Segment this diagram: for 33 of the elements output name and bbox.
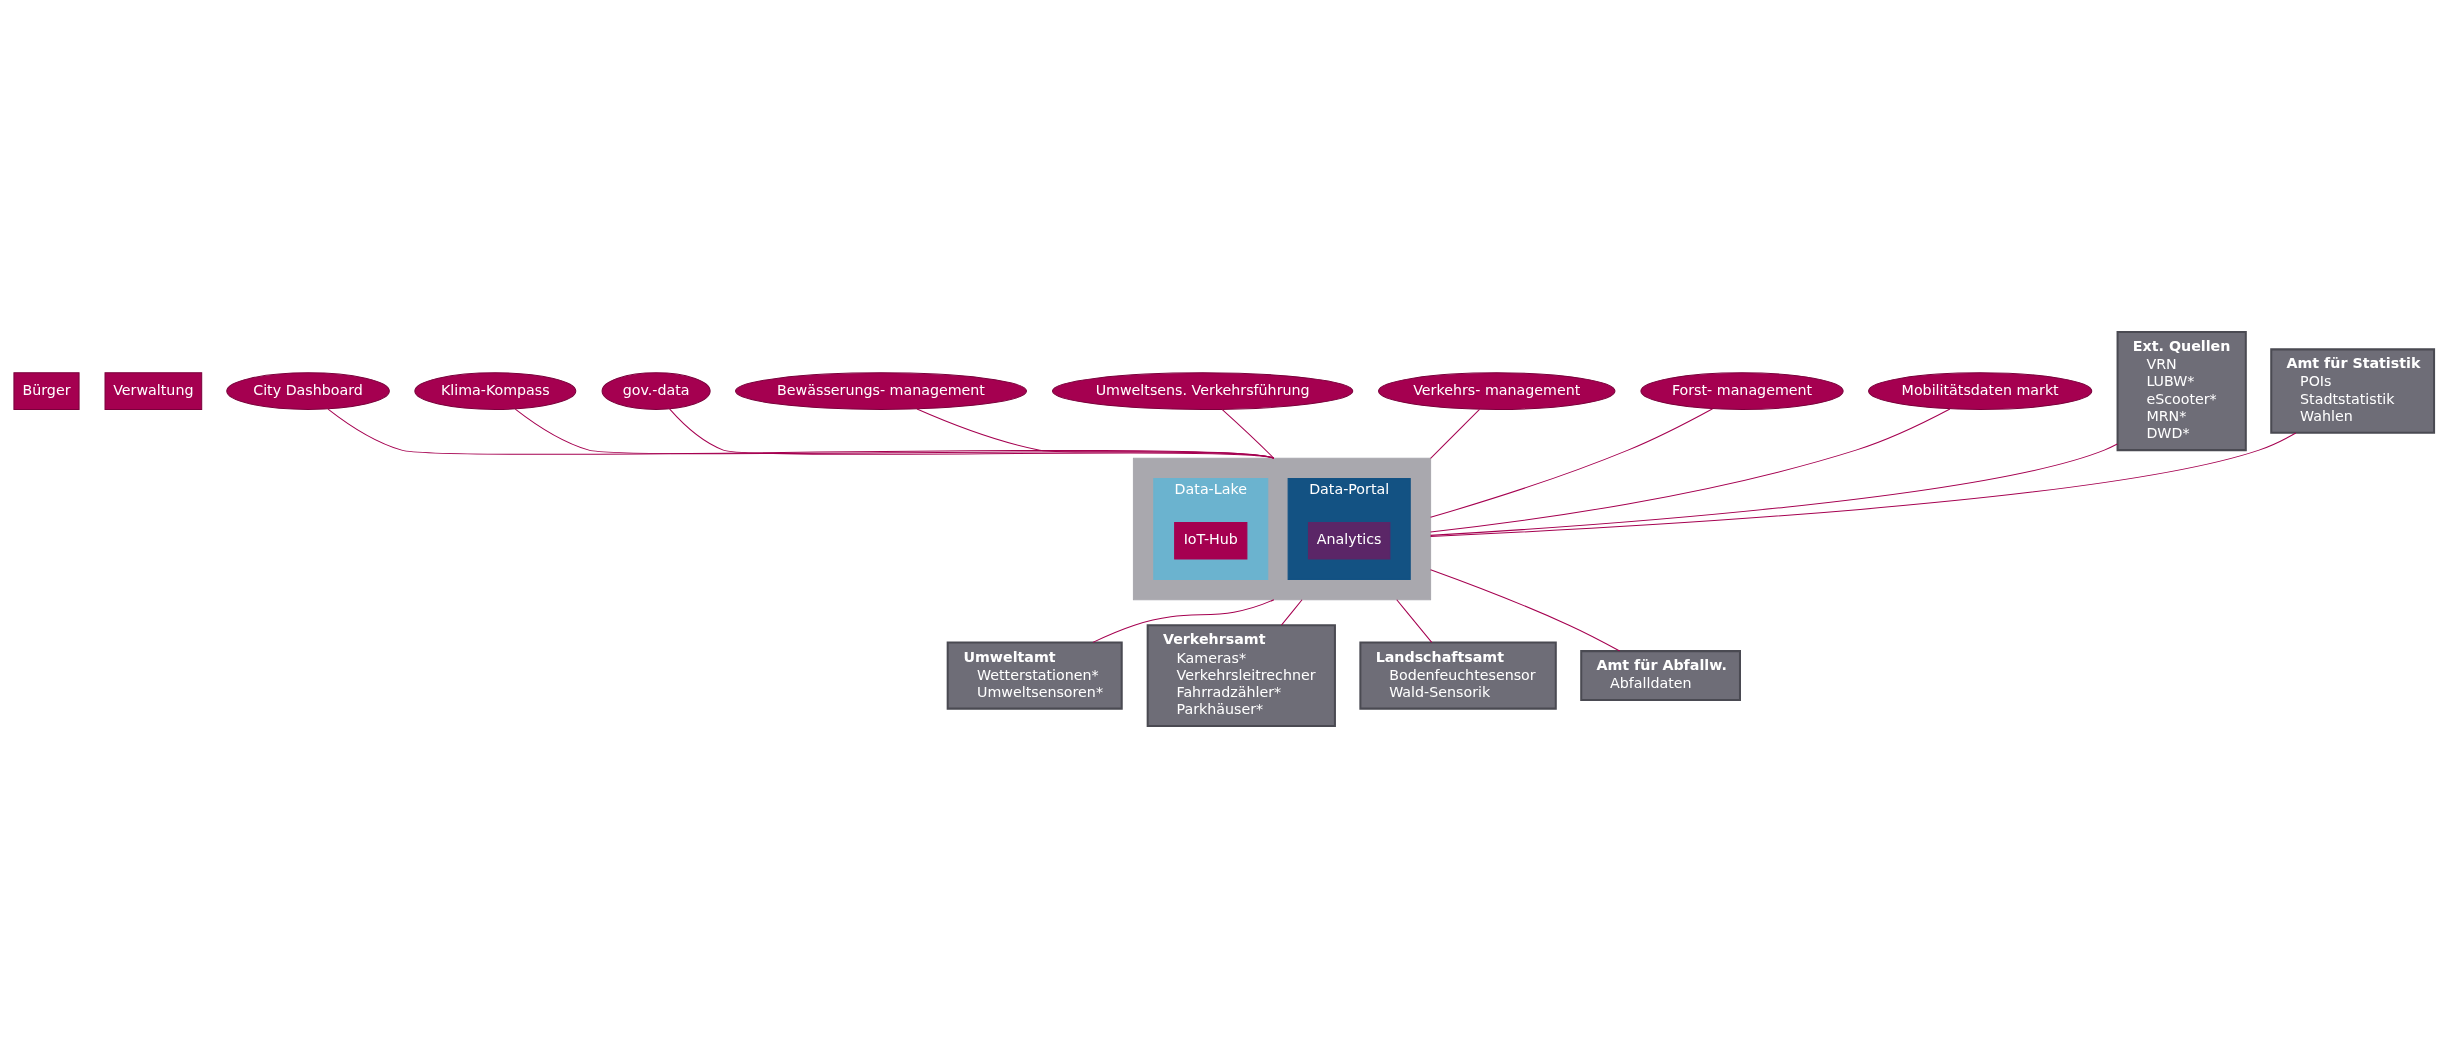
node-box: Verwaltung — [104, 371, 203, 410]
node-box: Ext. Quellen VRN LUBW* eScooter* MRN* DWD* — [2116, 330, 2247, 451]
node-box: Landschaftsamt Bodenfeuchtesensor Wald-Sensorik — [1359, 640, 1557, 710]
connector — [1092, 598, 1275, 643]
node-box: Amt für Statistik POIs Stadtstatistik Wahlen — [2270, 347, 2436, 434]
connector — [1430, 407, 1714, 518]
node-ellipse: Klima-Kompass — [414, 371, 577, 410]
node-box: Verkehrsamt Kameras* Verkehrsleitrechner Fahrradzähler* Parkhäuser* — [1146, 623, 1336, 727]
connector — [916, 407, 1275, 459]
connector — [1221, 408, 1275, 459]
connector — [1430, 568, 1621, 651]
node-box: IoT-Hub — [1174, 521, 1248, 560]
connector — [1396, 598, 1433, 643]
connector — [327, 408, 1275, 459]
node-ellipse: Verkehrs- management — [1378, 371, 1616, 410]
node-ellipse: Bewässerungs- management — [735, 371, 1028, 410]
node-ellipse: Umweltsens. Verkehrsführung — [1051, 371, 1354, 410]
node-ellipse: Forst- management — [1640, 371, 1844, 410]
cluster — [1132, 457, 1432, 600]
node-box: Umweltamt Wetterstationen* Umweltsensoren* — [946, 640, 1123, 710]
connector — [1430, 443, 2118, 536]
connector — [1430, 407, 1951, 532]
node-box: Amt für Abfallw. Abfalldaten — [1580, 649, 1741, 701]
connector — [514, 408, 1275, 459]
connector — [1280, 598, 1303, 626]
node-ellipse: Mobilitätsdaten markt — [1868, 371, 2093, 410]
connector — [1430, 408, 1481, 459]
node-box: Bürger — [13, 371, 80, 410]
connector — [1430, 432, 2297, 537]
connector — [669, 407, 1275, 459]
node-ellipse: City Dashboard — [226, 371, 390, 410]
node-box: Analytics — [1307, 521, 1391, 560]
node-ellipse: gov.-data — [601, 371, 711, 410]
